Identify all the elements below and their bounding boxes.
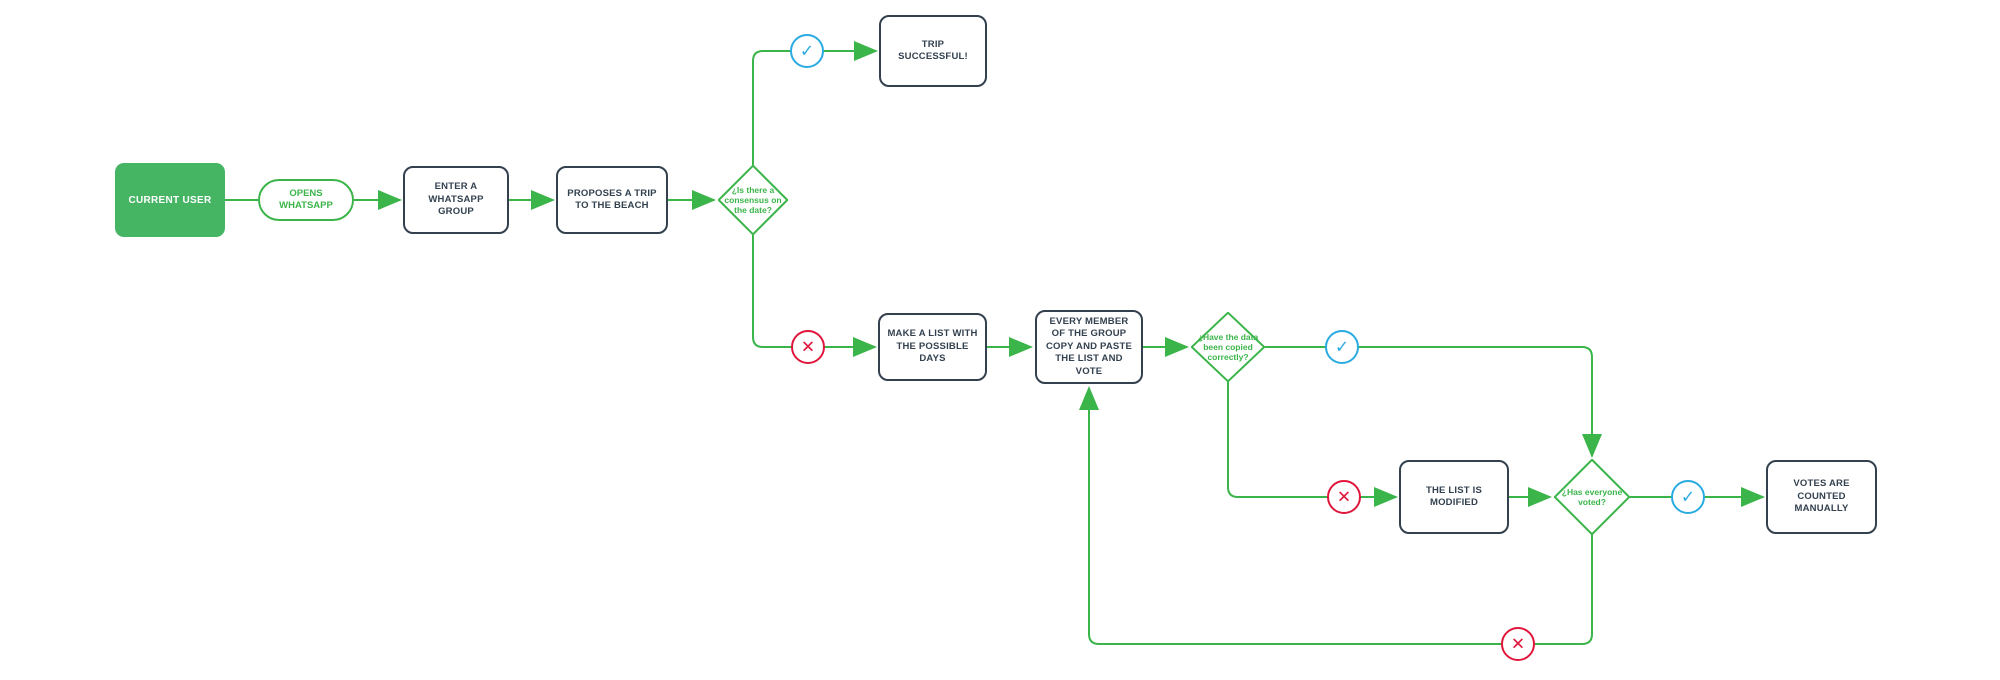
node-label: ¿Have the data been copied correctly?: [1197, 331, 1259, 363]
node-label: ¿Has everyone voted?: [1561, 486, 1623, 507]
node-decision-everyone-voted: ¿Has everyone voted?: [1554, 459, 1630, 535]
node-decision-consensus: ¿Is there a consensus on the date?: [718, 165, 788, 235]
node-label: VOTES ARE COUNTED MANUALLY: [1793, 478, 1850, 515]
node-label: PROPOSES A TRIP TO THE BEACH: [567, 187, 657, 211]
node-make-list: MAKE A LIST WITH THE POSSIBLE DAYS: [878, 313, 987, 381]
consensus-no-badge: ✕: [791, 330, 825, 364]
cross-icon: ✕: [800, 337, 816, 356]
consensus-yes-badge: ✓: [790, 34, 824, 68]
diamond-shape: [718, 165, 788, 235]
node-label: EVERY MEMBER OF THE GROUP COPY AND PASTE…: [1045, 316, 1133, 377]
cross-icon: ✕: [1336, 487, 1352, 506]
node-label: MAKE A LIST WITH THE POSSIBLE DAYS: [887, 328, 978, 365]
everyone-voted-no-badge: ✕: [1501, 627, 1535, 661]
connector-consensus-yes-tripsuccessful: [752, 41, 878, 165]
node-enter-whatsapp-group: ENTER A WHATSAPP GROUP: [403, 166, 509, 234]
node-votes-counted: VOTES ARE COUNTED MANUALLY: [1766, 460, 1877, 534]
connector-consensus-no-makelist: [752, 235, 877, 357]
node-list-modified: THE LIST IS MODIFIED: [1399, 460, 1509, 534]
everyone-voted-yes-badge: ✓: [1671, 480, 1705, 514]
diamond-shape: [1554, 459, 1630, 535]
check-icon: ✓: [799, 41, 815, 60]
node-label: OPENS WHATSAPP: [279, 188, 333, 211]
cross-icon: ✕: [1510, 634, 1526, 653]
connector-datacopied-no-listmodified: [1227, 382, 1398, 507]
node-trip-successful: TRIP SUCCESSFUL!: [879, 15, 987, 87]
node-decision-data-copied: ¿Have the data been copied correctly?: [1191, 312, 1265, 382]
connector-datacopied-yes-everyonevoted: [1265, 346, 1602, 458]
node-opens-whatsapp: OPENS WHATSAPP: [258, 179, 354, 221]
node-current-user: CURRENT USER: [115, 163, 225, 237]
check-icon: ✓: [1680, 487, 1696, 506]
data-copied-no-badge: ✕: [1327, 480, 1361, 514]
node-label: ENTER A WHATSAPP GROUP: [428, 181, 484, 218]
node-proposes-trip: PROPOSES A TRIP TO THE BEACH: [556, 166, 668, 234]
diamond-shape: [1191, 312, 1265, 382]
node-copy-paste-vote: EVERY MEMBER OF THE GROUP COPY AND PASTE…: [1035, 310, 1143, 384]
node-label: THE LIST IS MODIFIED: [1425, 484, 1483, 508]
node-label: ¿Is there a consensus on the date?: [724, 184, 782, 216]
node-label: CURRENT USER: [128, 194, 212, 206]
check-icon: ✓: [1334, 337, 1350, 356]
node-label: TRIP SUCCESSFUL!: [898, 38, 968, 62]
connector-everyonevoted-no-loopback: [1079, 386, 1593, 645]
data-copied-yes-badge: ✓: [1325, 330, 1359, 364]
